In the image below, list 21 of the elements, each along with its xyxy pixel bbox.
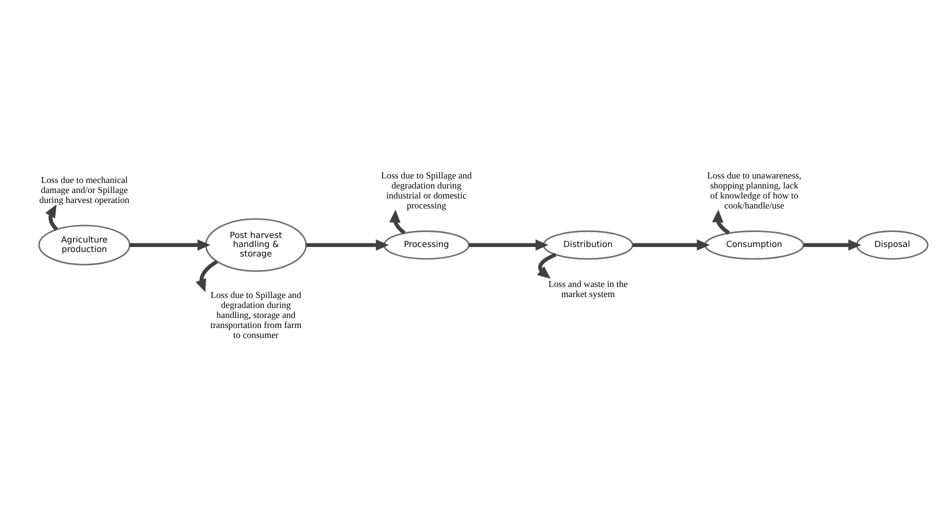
arrow: [537, 252, 556, 279]
node-ellipse: Agriculture production: [38, 224, 130, 266]
arrow: [468, 239, 548, 251]
arrow: [389, 210, 406, 235]
node-ellipse: Processing: [383, 230, 470, 260]
node-ellipse: Distribution: [542, 230, 634, 260]
node-text: Loss and waste in the market system: [548, 279, 628, 300]
node-text: Loss due to Spillage and degradation during industrial or domestic processing: [381, 170, 472, 211]
node-ellipse: Post harvest handling & storage: [205, 218, 307, 272]
arrow: [196, 260, 218, 292]
node-ellipse: Disposal: [856, 230, 928, 260]
arrow: [804, 239, 862, 251]
arrow: [130, 239, 210, 251]
arrow: [45, 204, 58, 231]
arrow: [712, 210, 730, 235]
arrow: [632, 239, 710, 251]
node-text: Loss due to Spillage and degradation during handling, storage and transportation from farm to consumer: [210, 290, 302, 340]
node-ellipse: Consumption: [704, 230, 804, 260]
node-text: Loss due to mechanical damage and/or Spillage during harvest operation: [39, 174, 130, 205]
arrow: [306, 239, 389, 251]
node-text: Loss due to unawareness, shopping planning, lack of knowledge of how to cook/handle/use: [707, 170, 802, 211]
